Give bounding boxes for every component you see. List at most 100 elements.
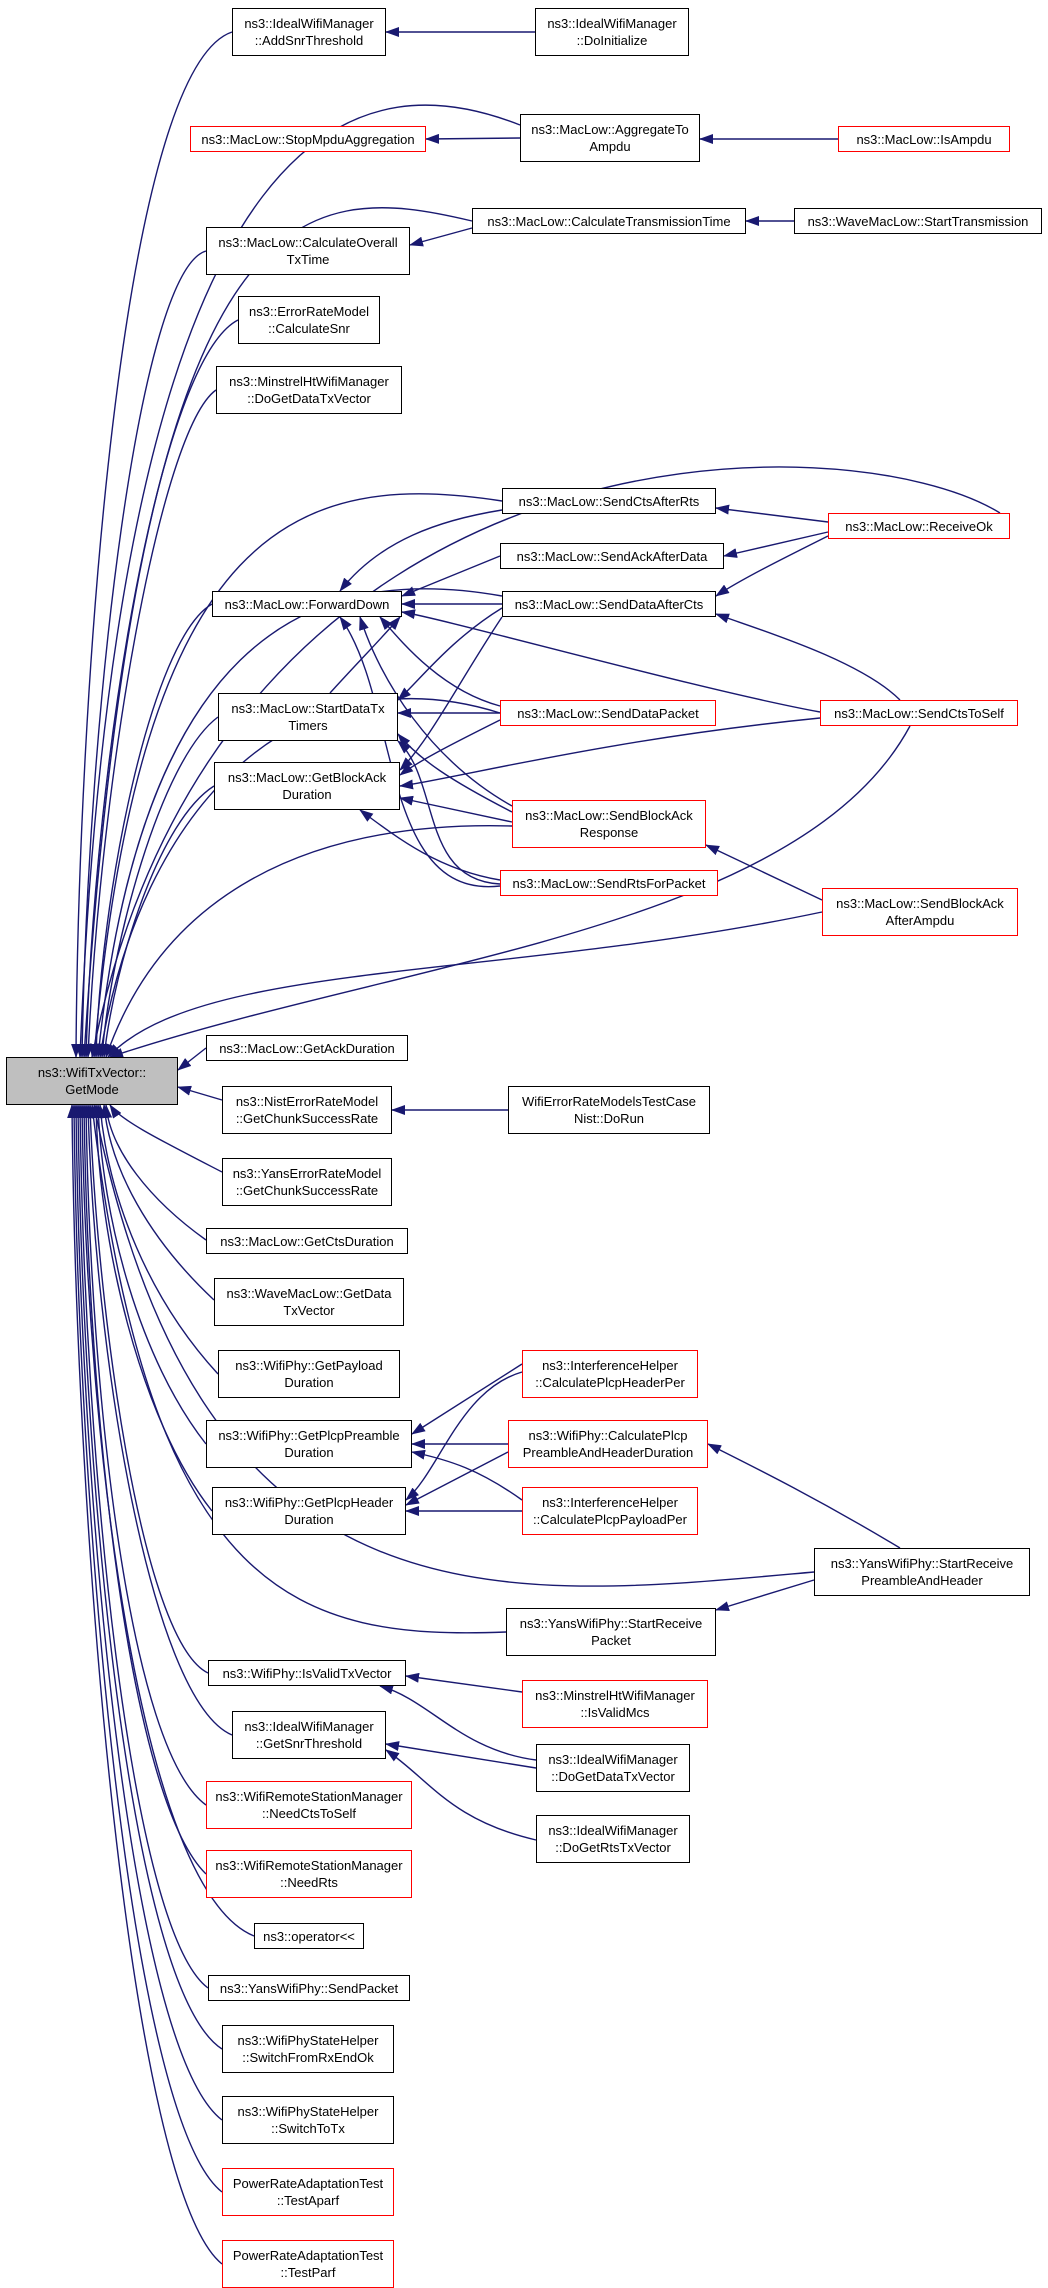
- call-edge-yansstartpkt-to-root: [88, 1104, 507, 1634]
- node-label-line: ::TestParf: [280, 2265, 336, 2280]
- node-label-line: Nist::DoRun: [573, 1111, 645, 1126]
- graph-node-minstrel_dgd[interactable]: ns3::MinstrelHtWifiManager::DoGetDataTxV…: [216, 366, 402, 414]
- node-label-line: Duration: [284, 1512, 334, 1527]
- graph-node-forward[interactable]: ns3::MacLow::ForwardDown: [212, 591, 402, 617]
- call-edge-calctrans-to-calcoverall: [409, 227, 473, 247]
- graph-node-operator[interactable]: ns3::operator<<: [254, 1923, 364, 1949]
- graph-node-sendrts[interactable]: ns3::MacLow::SendRtsForPacket: [500, 870, 718, 896]
- call-edge-sendctstoself-to-senddataaftercts: [715, 613, 901, 701]
- call-edge-testparf-to-root: [67, 1104, 223, 2265]
- graph-node-testparf[interactable]: PowerRateAdaptationTest::TestParf: [222, 2240, 394, 2288]
- graph-node-calctrans[interactable]: ns3::MacLow::CalculateTransmissionTime: [472, 208, 746, 234]
- graph-node-sendack[interactable]: ns3::MacLow::SendAckAfterData: [500, 543, 724, 569]
- node-label-line: ns3::MacLow::CalculateTransmissionTime: [487, 213, 731, 229]
- graph-node-ideal_dgr[interactable]: ns3::IdealWifiManager::DoGetRtsTxVector: [536, 1815, 690, 1863]
- graph-node-getsnr[interactable]: ns3::IdealWifiManager::GetSnrThreshold: [232, 1711, 386, 1759]
- node-label-line: ns3::WifiRemoteStationManager: [215, 1858, 403, 1873]
- graph-node-senddatapacket[interactable]: ns3::MacLow::SendDataPacket: [500, 700, 716, 726]
- node-label-line: ns3::IdealWifiManager: [244, 16, 374, 31]
- call-edge-senddatapacket-to-getblockack: [399, 719, 501, 776]
- edges: [67, 27, 1001, 2265]
- graph-node-calcplcppayload[interactable]: ns3::InterferenceHelper::CalculatePlcpPa…: [522, 1487, 698, 1535]
- node-label-line: ns3::WifiPhy::GetPlcpHeader: [224, 1495, 394, 1510]
- graph-node-needctstoself[interactable]: ns3::WifiRemoteStationManager::NeedCtsTo…: [206, 1781, 412, 1829]
- graph-node-calcplcpheaderper[interactable]: ns3::InterferenceHelper::CalculatePlcpHe…: [522, 1350, 698, 1398]
- node-label-line: ns3::WifiPhy::GetPlcpPreamble: [218, 1428, 400, 1443]
- call-edge-needrts-to-root: [79, 1104, 207, 1875]
- call-edge-sendctstoself-to-getblockack: [399, 717, 821, 790]
- graph-node-doinit[interactable]: ns3::IdealWifiManager::DoInitialize: [535, 8, 689, 56]
- graph-node-errsnr[interactable]: ns3::ErrorRateModel::CalculateSnr: [238, 296, 380, 344]
- call-edge-minstrel_dgd-to-root: [83, 389, 217, 1058]
- node-label-line: Duration: [284, 1445, 334, 1460]
- graph-node-getcts[interactable]: ns3::MacLow::GetCtsDuration: [206, 1228, 408, 1254]
- node-label-line: ns3::WaveMacLow::GetData: [226, 1286, 392, 1301]
- node-label-line: ns3::MacLow::StopMpduAggregation: [201, 131, 415, 147]
- call-edge-yansstartpre-to-yansstartpkt: [715, 1579, 815, 1611]
- call-edge-sendcts-to-forward: [339, 509, 503, 592]
- graph-node-isampdu[interactable]: ns3::MacLow::IsAmpdu: [838, 126, 1010, 152]
- node-label-line: ns3::YansWifiPhy::StartReceive: [519, 1616, 703, 1631]
- node-label-line: ns3::IdealWifiManager: [547, 16, 677, 31]
- node-label-line: ns3::MacLow::CalculateOverall: [218, 235, 398, 250]
- node-label-line: ns3::IdealWifiManager: [548, 1752, 678, 1767]
- graph-node-stopmpdu[interactable]: ns3::MacLow::StopMpduAggregation: [190, 126, 426, 152]
- node-label-line: ::SwitchFromRxEndOk: [242, 2050, 374, 2065]
- graph-node-ideal_dgd[interactable]: ns3::IdealWifiManager::DoGetDataTxVector: [536, 1744, 690, 1792]
- graph-node-isvalidmcs[interactable]: ns3::MinstrelHtWifiManager::IsValidMcs: [522, 1680, 708, 1728]
- graph-node-isvalidtx[interactable]: ns3::WifiPhy::IsValidTxVector: [208, 1660, 406, 1686]
- graph-node-switchrx[interactable]: ns3::WifiPhyStateHelper::SwitchFromRxEnd…: [222, 2025, 394, 2073]
- node-label-line: ns3::MinstrelHtWifiManager: [535, 1688, 695, 1703]
- node-label-line: GetMode: [65, 1082, 119, 1097]
- graph-node-sendctstoself[interactable]: ns3::MacLow::SendCtsToSelf: [820, 700, 1018, 726]
- call-edge-sendrts-to-getblockack: [359, 809, 501, 881]
- graph-node-nistchunk[interactable]: ns3::NistErrorRateModel::GetChunkSuccess…: [222, 1086, 392, 1134]
- node-label-line: ns3::YansWifiPhy::SendPacket: [219, 1980, 399, 1996]
- node-label-line: ::DoInitialize: [576, 33, 648, 48]
- call-edge-aggto-to-stopmpdu: [425, 133, 521, 144]
- call-edge-isvalidmcs-to-isvalidtx: [405, 1672, 523, 1693]
- graph-node-wavestart[interactable]: ns3::WaveMacLow::StartTransmission: [794, 208, 1042, 234]
- call-edge-calcplcppayload-to-getplcppreamble: [411, 1449, 523, 1501]
- graph-node-sendcts[interactable]: ns3::MacLow::SendCtsAfterRts: [502, 488, 716, 514]
- graph-node-yanssend[interactable]: ns3::YansWifiPhy::SendPacket: [208, 1975, 410, 2001]
- node-label-line: ns3::YansErrorRateModel: [232, 1166, 382, 1181]
- node-label-line: ns3::ErrorRateModel: [249, 304, 369, 319]
- graph-node-addsnr[interactable]: ns3::IdealWifiManager::AddSnrThreshold: [232, 8, 386, 56]
- node-label-line: ns3::IdealWifiManager: [244, 1719, 374, 1734]
- node-label-line: ::GetSnrThreshold: [255, 1736, 363, 1751]
- node-label-line: ns3::MacLow::SendCtsToSelf: [834, 705, 1004, 721]
- graph-node-testaparf[interactable]: PowerRateAdaptationTest::TestAparf: [222, 2168, 394, 2216]
- graph-node-getack[interactable]: ns3::MacLow::GetAckDuration: [206, 1035, 408, 1061]
- graph-node-yanschunk[interactable]: ns3::YansErrorRateModel::GetChunkSuccess…: [222, 1158, 392, 1206]
- graph-node-senddataaftercts[interactable]: ns3::MacLow::SendDataAfterCts: [502, 591, 716, 617]
- node-label-line: ::DoGetDataTxVector: [551, 1769, 675, 1784]
- call-edge-calcplcpheaderper-to-getplcpheader: [405, 1371, 523, 1501]
- call-edge-forward-to-root: [91, 603, 213, 1058]
- call-edge-startdatatx-to-root: [97, 716, 219, 1058]
- call-edge-getpayload-to-root: [96, 1104, 219, 1375]
- call-edge-sendblockackafter-to-sendblockackresp: [705, 844, 823, 901]
- graph-node-switchtx[interactable]: ns3::WifiPhyStateHelper::SwitchToTx: [222, 2096, 394, 2144]
- graph-node-needrts[interactable]: ns3::WifiRemoteStationManager::NeedRts: [206, 1850, 412, 1898]
- graph-node-receiveok[interactable]: ns3::MacLow::ReceiveOk: [828, 513, 1010, 539]
- call-edge-sendctstoself-to-root: [109, 725, 911, 1058]
- node-label-line: ::IsValidMcs: [580, 1705, 650, 1720]
- node-label-line: ::CalculatePlcpPayloadPer: [533, 1512, 687, 1527]
- call-edge-senddataaftercts-to-getblockack: [399, 616, 503, 771]
